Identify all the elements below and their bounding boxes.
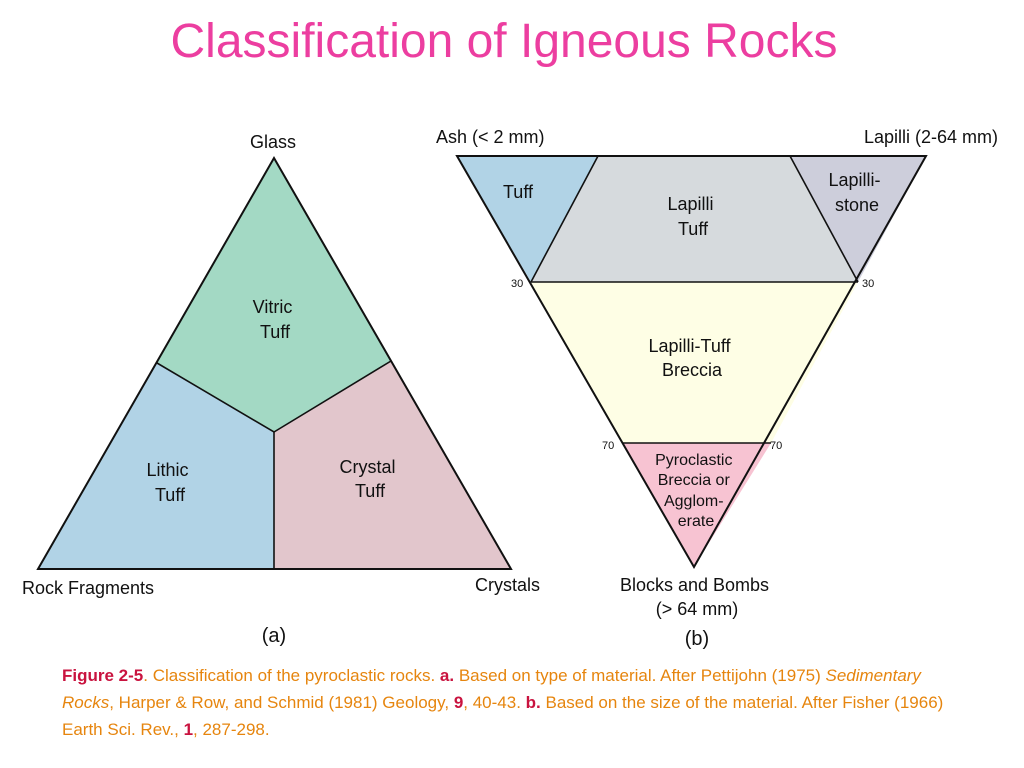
region-label-lapilli-tuff: Lapilli Tuff <box>667 194 718 239</box>
caption-text: , Harper & Row, and Schmid (1981) Geolog… <box>109 693 454 712</box>
region-label-lapilli-tuff-breccia: Lapilli-Tuff Breccia <box>648 336 735 380</box>
region-label-pyroclastic-breccia: Pyroclastic Breccia or Agglom- erate <box>655 452 737 530</box>
diagram-b: Ash (< 2 mm) Lapilli (2-64 mm) Blocks an… <box>436 127 998 650</box>
region-label-tuff: Tuff <box>503 182 534 202</box>
caption-text: . Classification of the pyroclastic rock… <box>143 666 440 685</box>
caption-volume: 9 <box>453 693 464 712</box>
tick-label-30-left: 30 <box>511 278 523 290</box>
region-label-vitric-tuff: Vitric Tuff <box>253 297 298 342</box>
caption-part-a: a. <box>439 666 455 685</box>
figure-label-b: (b) <box>685 628 709 650</box>
lapilli-tuff-breccia-region <box>531 282 858 443</box>
slide-title: Classification of Igneous Rocks <box>170 15 838 68</box>
caption-book-title: Sedimentary Rocks <box>62 666 921 712</box>
tick-label-70-right: 70 <box>770 440 782 452</box>
caption-text: Based on type of material. After Pettijo… <box>454 666 826 685</box>
lithic-tuff-region <box>38 363 274 569</box>
caption-text: Based on the size of the material. After… <box>62 693 944 739</box>
corner-label-blocks-bombs: Blocks and Bombs (> 64 mm) <box>620 575 774 619</box>
region-label-lithic-tuff: Lithic Tuff <box>146 460 193 505</box>
region-label-crystal-tuff: Crystal Tuff <box>339 457 400 501</box>
apex-label-rock-fragments: Rock Fragments <box>22 578 154 598</box>
caption-volume: 1 <box>183 720 194 739</box>
tick-label-70-left: 70 <box>602 440 614 452</box>
apex-label-glass: Glass <box>250 132 296 152</box>
region-boundary <box>789 155 859 283</box>
inverted-triangle-outline <box>455 155 928 570</box>
figure-caption: Figure 2-5. Classification of the pyrocl… <box>62 662 962 743</box>
tick-label-30-right: 30 <box>862 278 874 290</box>
corner-label-lapilli: Lapilli (2-64 mm) <box>864 127 998 147</box>
region-boundary <box>530 155 599 283</box>
diagram-a: Glass Rock Fragments Crystals Vitric Tuf… <box>22 132 540 647</box>
tuff-region <box>457 156 598 282</box>
caption-part-b: b. <box>525 693 541 712</box>
lapilli-tuff-region <box>531 156 858 282</box>
apex-label-crystals: Crystals <box>475 575 540 595</box>
caption-text: , 40-43. <box>463 693 526 712</box>
lapillistone-region <box>790 156 926 282</box>
caption-text: , 287-298. <box>193 720 270 739</box>
pyroclastic-breccia-region <box>622 443 771 567</box>
vitric-tuff-region <box>157 158 391 432</box>
figure-label-a: (a) <box>262 625 286 647</box>
caption-figure-number: Figure 2-5 <box>62 666 144 685</box>
region-label-lapillistone: Lapilli- stone <box>828 170 885 215</box>
crystal-tuff-region <box>274 361 511 569</box>
corner-label-ash: Ash (< 2 mm) <box>436 127 545 147</box>
